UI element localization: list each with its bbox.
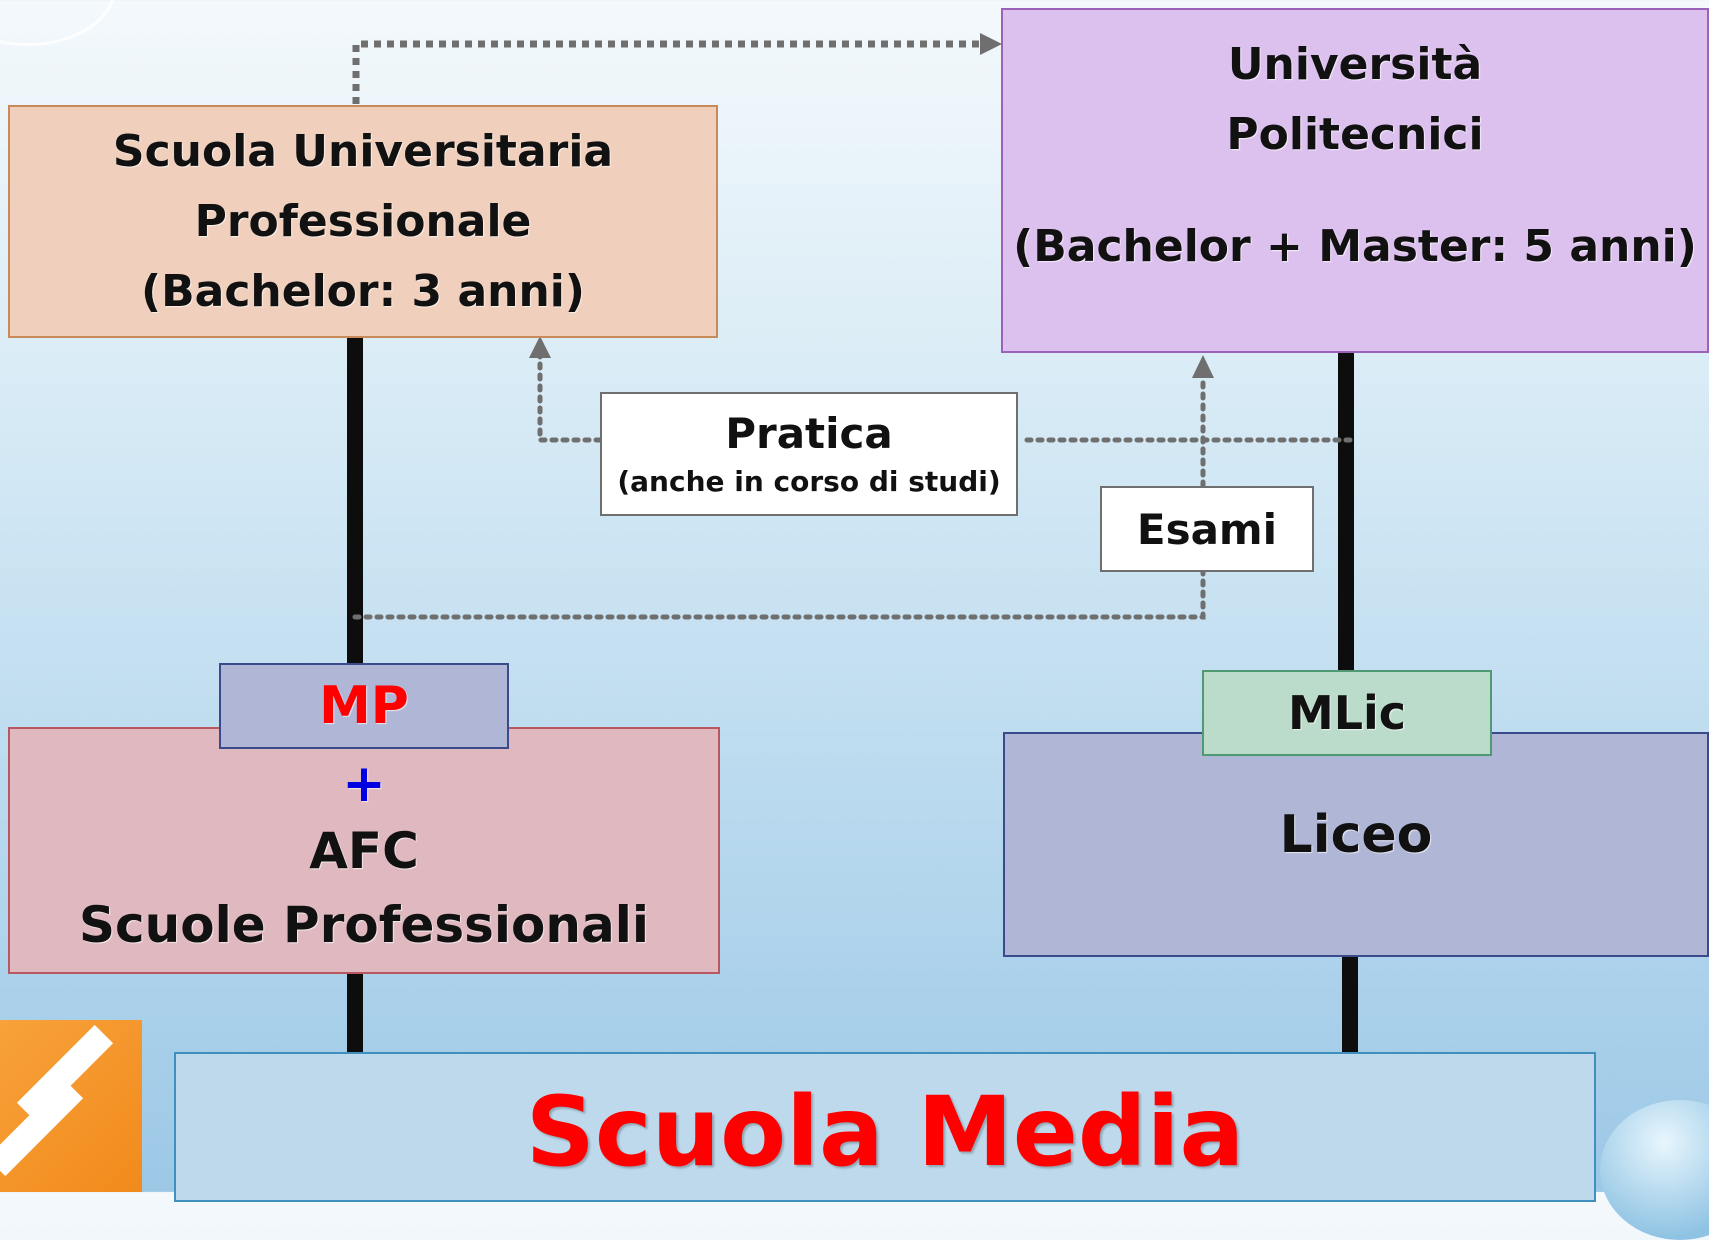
arrowhead-right — [980, 33, 1002, 55]
esami-box: Esami — [1100, 486, 1314, 572]
line-afc-to-supsi — [347, 338, 363, 663]
arrowhead-up-supsi — [529, 336, 551, 358]
afc-box: + AFC Scuole Professionali — [8, 727, 720, 974]
liceo-box: Liceo — [1003, 732, 1709, 957]
universita-title-line2: Politecnici — [1226, 109, 1484, 160]
universita-title-line1: Università — [1227, 39, 1483, 90]
line-liceo-to-uni — [1338, 352, 1354, 672]
dotted-afc-to-esami — [352, 569, 1206, 620]
plus-sign: + — [342, 754, 386, 814]
mp-label: MP — [319, 676, 409, 736]
line-media-to-liceo — [1342, 955, 1358, 1055]
supsi-title-line2: Professionale — [194, 195, 532, 247]
dotted-connectors — [352, 33, 1353, 620]
logo-decoration — [0, 1020, 142, 1192]
pratica-box: Pratica (anche in corso di studi) — [600, 392, 1018, 516]
dotted-arrow-supsi-to-uni — [352, 40, 985, 104]
universita-box: Università Politecnici (Bachelor + Maste… — [1001, 8, 1709, 353]
pratica-note: (anche in corso di studi) — [617, 465, 1001, 498]
liceo-label: Liceo — [1279, 804, 1433, 865]
afc-title: AFC — [309, 822, 419, 880]
afc-subtitle: Scuole Professionali — [79, 896, 649, 954]
dotted-pratica-to-supsi — [537, 353, 603, 443]
arrowhead-up-uni — [1192, 355, 1214, 378]
scuola-media-label: Scuola Media — [525, 1076, 1245, 1188]
mlic-label: MLic — [1287, 686, 1407, 740]
supsi-title-line1: Scuola Universitaria — [112, 125, 614, 177]
esami-label: Esami — [1136, 504, 1278, 554]
mlic-box: MLic — [1202, 670, 1492, 756]
universita-subtitle: (Bachelor + Master: 5 anni) — [1013, 221, 1697, 272]
supsi-box: Scuola Universitaria Professionale (Bach… — [8, 105, 718, 338]
supsi-subtitle: (Bachelor: 3 anni) — [141, 265, 585, 317]
line-media-to-afc — [347, 972, 363, 1052]
pratica-title: Pratica — [725, 409, 893, 458]
scuola-media-box: Scuola Media — [174, 1052, 1596, 1202]
mp-box: MP — [219, 663, 509, 749]
